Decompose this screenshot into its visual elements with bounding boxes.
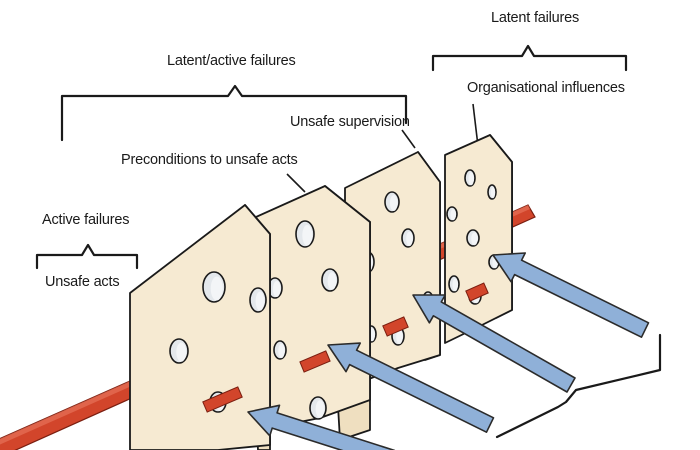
slice-unsafe-acts bbox=[129, 204, 271, 450]
slice-hole-highlight bbox=[406, 231, 413, 247]
slice-hole-highlight bbox=[468, 172, 474, 186]
slice-hole-highlight bbox=[210, 276, 223, 301]
label-unsafe-supervision: Unsafe supervision bbox=[290, 114, 410, 130]
slice-hole-highlight bbox=[278, 343, 285, 359]
leader-line bbox=[401, 129, 416, 149]
label-preconditions: Preconditions to unsafe acts bbox=[121, 152, 298, 168]
slice-organisational-influences bbox=[444, 134, 513, 344]
slice-hole-highlight bbox=[302, 224, 313, 246]
slice-hole-highlight bbox=[176, 342, 187, 362]
defence-arrow bbox=[492, 252, 650, 339]
slice-hole-highlight bbox=[490, 187, 496, 199]
bracket-latent-failures bbox=[431, 44, 628, 72]
scene bbox=[0, 134, 650, 450]
slice-hole-highlight bbox=[327, 272, 337, 290]
slice-hole-highlight bbox=[255, 291, 265, 311]
label-active-failures: Active failures bbox=[42, 212, 130, 228]
label-latent-active-failures: Latent/active failures bbox=[167, 53, 296, 69]
bracket-latent-active-failures bbox=[60, 84, 408, 142]
slice-hole-highlight bbox=[471, 232, 478, 246]
bracket-active-failures bbox=[35, 243, 139, 270]
hazard-trajectory-segment bbox=[465, 282, 489, 302]
label-latent-failures: Latent failures bbox=[491, 10, 580, 26]
defence-arrow bbox=[247, 404, 396, 450]
slice-hole-highlight bbox=[396, 329, 403, 345]
slice-preconditions bbox=[246, 185, 371, 441]
slice-hole-highlight bbox=[389, 195, 398, 211]
slice-hole-highlight bbox=[315, 400, 325, 418]
bracket-bottom bbox=[495, 333, 662, 439]
defence-arrow bbox=[327, 342, 495, 434]
slice-hole-highlight bbox=[450, 209, 456, 221]
leader-line bbox=[286, 173, 306, 193]
slice-hole-highlight bbox=[272, 281, 281, 297]
hazard-trajectory-segment bbox=[382, 316, 409, 337]
brackets bbox=[35, 44, 662, 439]
slice-hole-highlight bbox=[452, 278, 458, 292]
hazard-trajectory-segment bbox=[299, 350, 331, 373]
hazard-trajectory-segment bbox=[202, 386, 243, 413]
leader-line bbox=[472, 103, 479, 147]
defence-arrow bbox=[412, 294, 576, 393]
label-unsafe-acts: Unsafe acts bbox=[45, 274, 120, 290]
label-organisational-influences: Organisational influences bbox=[467, 80, 625, 96]
